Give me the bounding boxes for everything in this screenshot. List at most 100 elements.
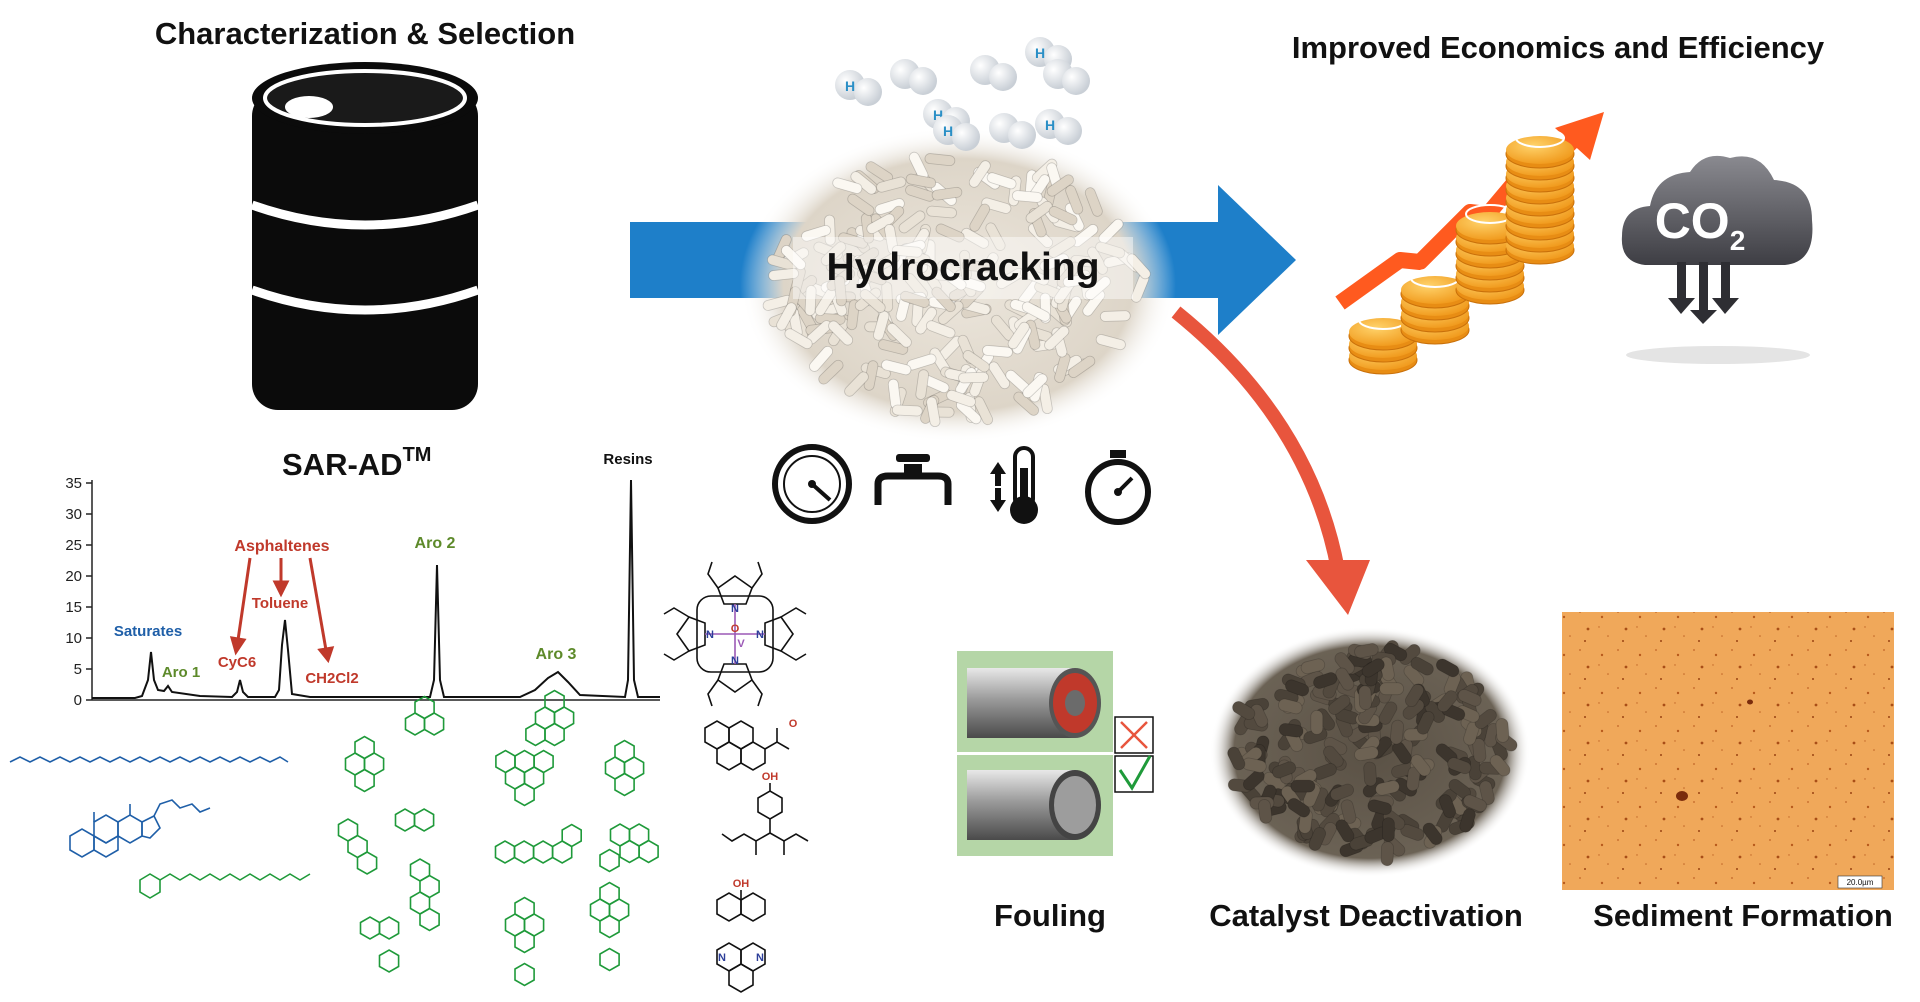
catalyst-pellet: [1379, 682, 1404, 696]
catalyst-pellet: [1410, 754, 1431, 777]
catalyst-pellet: [1087, 246, 1108, 275]
catalyst-pellet: [1310, 710, 1324, 735]
hydrogen-symbol: H: [1035, 45, 1045, 61]
polyaromatic-molecule: [337, 818, 378, 875]
catalyst-pellet: [784, 328, 813, 350]
aromatic-ring: [561, 823, 583, 848]
heading-sar-ad: SAR-ADTM: [282, 444, 431, 482]
vanadium-label: V: [737, 638, 745, 650]
porphyrin-n-bottom: N: [731, 655, 739, 667]
micrograph-scale-label: 20.0µm: [1847, 878, 1874, 887]
catalyst-pellet: [859, 289, 886, 313]
polyaromatic-molecule: [504, 896, 545, 987]
hydrogen-atom: [1008, 121, 1036, 149]
spent-catalyst-pellets: [1227, 640, 1518, 867]
catalyst-pellet: [1011, 190, 1043, 203]
catalyst-pellet: [1126, 253, 1151, 280]
coin-face: [1506, 136, 1574, 164]
aromatic-ring: [354, 768, 375, 793]
catalyst-pellet: [1459, 808, 1476, 833]
aromatic-ring: [599, 914, 620, 939]
catalyst-pellet: [898, 210, 926, 234]
catalyst-pellet: [1403, 664, 1425, 687]
y-tick-label: 25: [65, 537, 82, 554]
y-tick-label: 5: [74, 661, 82, 678]
label-asphaltenes: Asphaltenes: [234, 538, 329, 555]
aromatic-ring: [599, 947, 620, 972]
catalyst-pellet: [1463, 794, 1487, 813]
hydrogen-symbol: H: [933, 107, 943, 123]
catalyst-pellet: [1084, 276, 1111, 301]
catalyst-pellet: [986, 172, 1017, 190]
catalyst-pellet: [1021, 301, 1051, 322]
catalyst-pellet: [776, 302, 797, 331]
catalyst-pellet: [1099, 310, 1131, 322]
catalyst-pellet: [1437, 690, 1458, 713]
oil-barrel-icon: [250, 62, 480, 410]
catalyst-pellet: [838, 232, 869, 249]
hydrogen-symbol: H: [845, 78, 855, 94]
catalyst-pellet: [1361, 658, 1385, 678]
catalyst-pellet: [1313, 672, 1338, 689]
catalyst-pellet: [1285, 679, 1310, 697]
catalyst-pellet: [926, 396, 941, 428]
catalyst-pellet: [899, 290, 930, 308]
porphyrin-n-right: N: [756, 629, 764, 641]
catalyst-pellet: [1062, 273, 1094, 288]
resin-structures: [663, 561, 809, 993]
aromatic-ring: [533, 749, 554, 774]
steroid-structure: [69, 799, 211, 858]
co2-cloud-icon: CO2: [1621, 155, 1813, 364]
catalyst-pellet: [1447, 757, 1472, 775]
catalyst-pellet: [1308, 826, 1327, 851]
catalyst-pellet: [1422, 822, 1443, 845]
pressure-gauge-icon: [772, 444, 852, 524]
catalyst-pellet: [1329, 783, 1355, 801]
naphthol-structure: [716, 890, 766, 922]
catalyst-pellet: [891, 245, 923, 258]
polyaromatic-molecule: [495, 749, 554, 807]
aromatic-ring: [413, 808, 435, 832]
saturate-structures: [9, 756, 289, 858]
catalyst-pellet: [1382, 817, 1395, 842]
catalyst-pellet: [926, 205, 957, 219]
catalyst-pellet: [881, 281, 894, 313]
label-toluene: Toluene: [252, 595, 308, 612]
catalyst-pellet: [874, 198, 905, 215]
catalyst-pellet: [891, 404, 923, 417]
catalyst-pellet: [1046, 174, 1074, 197]
heading-hydrocracking: Hydrocracking: [826, 246, 1099, 289]
aromatic-ring: [514, 782, 535, 807]
catalyst-pellet: [1007, 321, 1030, 350]
catalyst-pellet: [1232, 701, 1256, 720]
catalyst-pellet: [935, 223, 965, 243]
polyaromatic-molecule: [404, 695, 445, 736]
aromatic-ring: [419, 907, 440, 932]
coin-stacks-icon: [1348, 128, 1575, 375]
catalyst-pellet: [851, 247, 880, 270]
aromatic-ring: [513, 840, 535, 864]
vanadyl-porphyrin-structure: [663, 561, 807, 707]
catalyst-pellet: [939, 267, 967, 291]
catalyst-pellet: [834, 275, 847, 307]
label-ch2cl2: CH2Cl2: [305, 670, 358, 687]
catalyst-pellet: [1358, 685, 1372, 711]
aromatic-ring: [378, 949, 400, 973]
alkyl-benzene-structure: [139, 873, 311, 899]
catalyst-pellet: [1082, 289, 1106, 317]
hydrogen-atom: [952, 123, 980, 151]
heading-deactivation: Catalyst Deactivation: [1209, 898, 1523, 933]
aromatic-ring: [638, 839, 659, 864]
catalyst-pellet: [1278, 698, 1303, 715]
catalyst-pellet: [985, 222, 1006, 251]
aromatic-ring: [495, 749, 516, 774]
catalyst-pellet: [1367, 799, 1392, 816]
catalyst-pellet: [1435, 658, 1460, 678]
y-tick-label: 20: [65, 568, 82, 585]
co2-label: CO2: [1655, 193, 1746, 256]
hydrocracking-label-band: [793, 237, 1133, 299]
catalyst-pellet: [958, 371, 989, 384]
catalyst-pellet: [768, 268, 799, 281]
